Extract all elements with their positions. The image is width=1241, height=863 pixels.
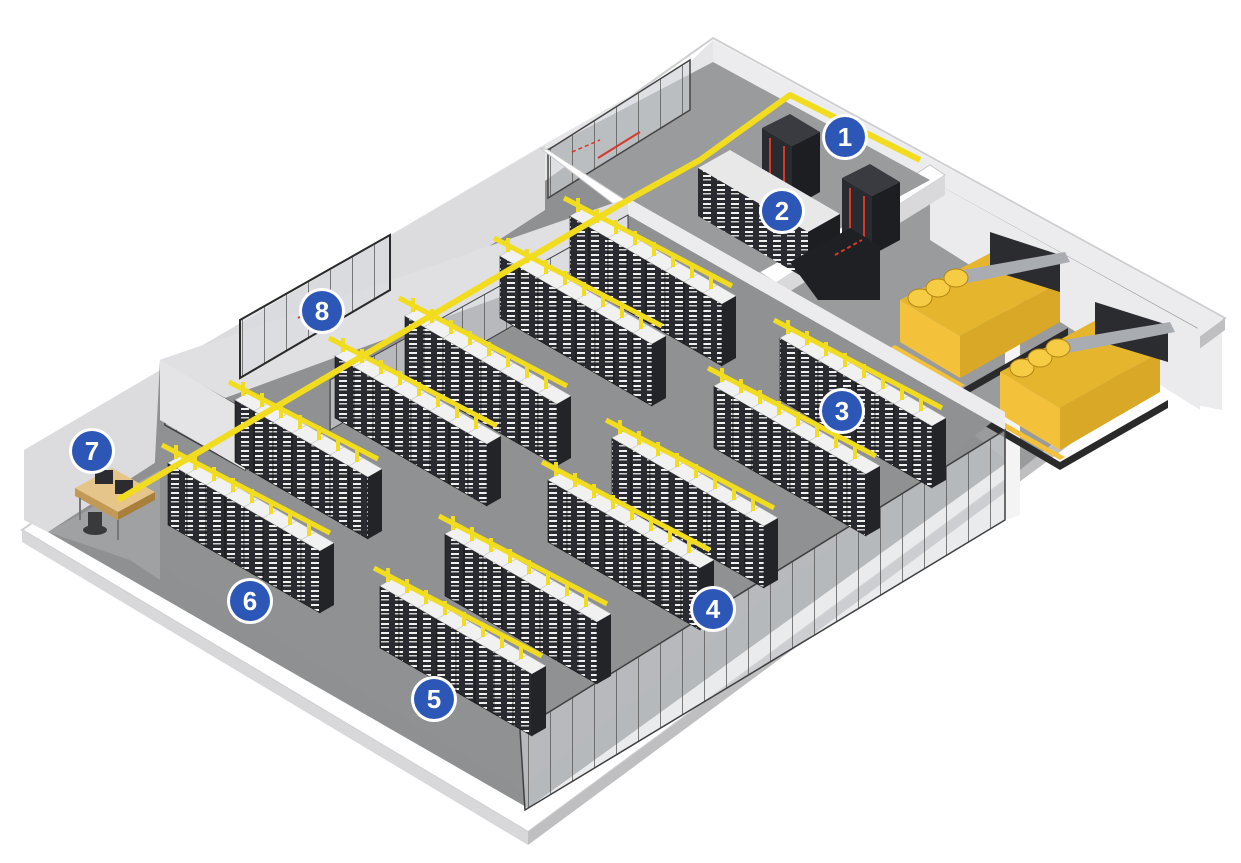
marker-4[interactable]: 4 — [693, 589, 733, 629]
server-rack-icon — [827, 443, 862, 526]
server-rack-row — [334, 347, 502, 507]
server-rack-icon — [417, 599, 452, 682]
server-rack-icon — [594, 302, 629, 385]
server-rack-icon — [632, 324, 667, 407]
main-cable-tray — [116, 92, 922, 503]
server-rack-icon — [493, 643, 528, 726]
server-rack-icon — [518, 258, 553, 341]
server-rack-icon — [291, 424, 326, 507]
row-cable-tray — [562, 195, 734, 289]
server-rack-icon — [300, 531, 335, 614]
generator-icon — [885, 232, 1070, 398]
server-rack-icon — [467, 424, 502, 507]
server-rack-icon — [893, 395, 928, 478]
server-rack-row — [713, 377, 881, 537]
server-rack-icon — [751, 399, 786, 482]
row-cable-tray — [160, 442, 332, 536]
row-cable-tray — [397, 295, 569, 389]
server-rack-icon — [461, 340, 496, 423]
server-rack-icon — [501, 558, 536, 641]
cable-trays — [116, 92, 944, 659]
server-rack-icon — [455, 621, 490, 704]
row-cable-tray — [540, 459, 712, 553]
marker-6[interactable]: 6 — [230, 581, 270, 621]
server-rack-icon — [842, 164, 900, 255]
row-cable-tray — [372, 565, 544, 659]
marker-8[interactable]: 8 — [302, 291, 342, 331]
server-rack-row — [167, 454, 335, 614]
server-rack-icon — [713, 377, 748, 460]
marker-7[interactable]: 7 — [72, 431, 112, 471]
server-rack-icon — [687, 473, 722, 556]
server-rack-icon — [874, 384, 909, 467]
server-rack-icon — [186, 465, 221, 548]
server-rack-icon — [537, 384, 572, 467]
server-rack-icon — [310, 435, 345, 518]
server-rack-icon — [482, 547, 517, 630]
server-rack-icon — [429, 402, 464, 485]
server-rack-icon — [539, 580, 574, 663]
marker-1[interactable]: 1 — [825, 117, 865, 157]
server-rack-row — [444, 525, 612, 685]
server-rack-icon — [448, 413, 483, 496]
server-rack-icon — [577, 602, 612, 685]
row-cable-tray — [227, 379, 380, 462]
server-rack-icon — [423, 318, 458, 401]
server-rack-icon — [499, 362, 534, 445]
outer-base-left — [22, 530, 528, 845]
glass-partition-front — [519, 428, 1006, 812]
server-rack-icon — [623, 515, 658, 598]
door-icon — [547, 58, 691, 200]
server-rack-icon — [732, 388, 767, 471]
server-rack-row — [569, 207, 737, 367]
marker-3[interactable]: 3 — [822, 391, 862, 431]
server-rack-icon — [798, 340, 833, 423]
server-rack-icon — [272, 413, 307, 496]
server-rack-icon — [398, 588, 433, 671]
server-rack-icon — [789, 421, 824, 504]
server-rack-icon — [372, 369, 407, 452]
server-rack-icon — [547, 471, 582, 554]
server-rack-icon — [642, 526, 677, 609]
row-cable-tray — [437, 513, 609, 607]
server-rack-icon — [234, 391, 269, 474]
server-rack-icon — [725, 495, 760, 578]
marker-2[interactable]: 2 — [762, 191, 802, 231]
server-rack-icon — [585, 493, 620, 576]
server-rack-icon — [566, 482, 601, 565]
operator-desk-icon — [75, 468, 155, 540]
server-rack-row — [404, 307, 572, 467]
server-rack-row — [379, 577, 547, 737]
server-rack-icon — [512, 654, 547, 737]
electrical-room — [539, 58, 930, 300]
server-rack-icon — [444, 525, 479, 608]
row-cable-tray — [492, 235, 664, 329]
row-cable-tray — [772, 317, 944, 411]
server-rack-icon — [379, 577, 414, 660]
server-rack-icon — [649, 451, 684, 534]
row-cable-tray — [327, 335, 499, 429]
server-rack-icon — [262, 509, 297, 592]
marker-5[interactable]: 5 — [414, 679, 454, 719]
generator-icon — [985, 302, 1175, 470]
row-cable-tray — [604, 417, 776, 511]
server-rack-icon — [537, 269, 572, 352]
server-rack-icon — [661, 537, 696, 620]
server-rack-row — [234, 391, 383, 540]
row-cable-tray — [706, 365, 878, 459]
